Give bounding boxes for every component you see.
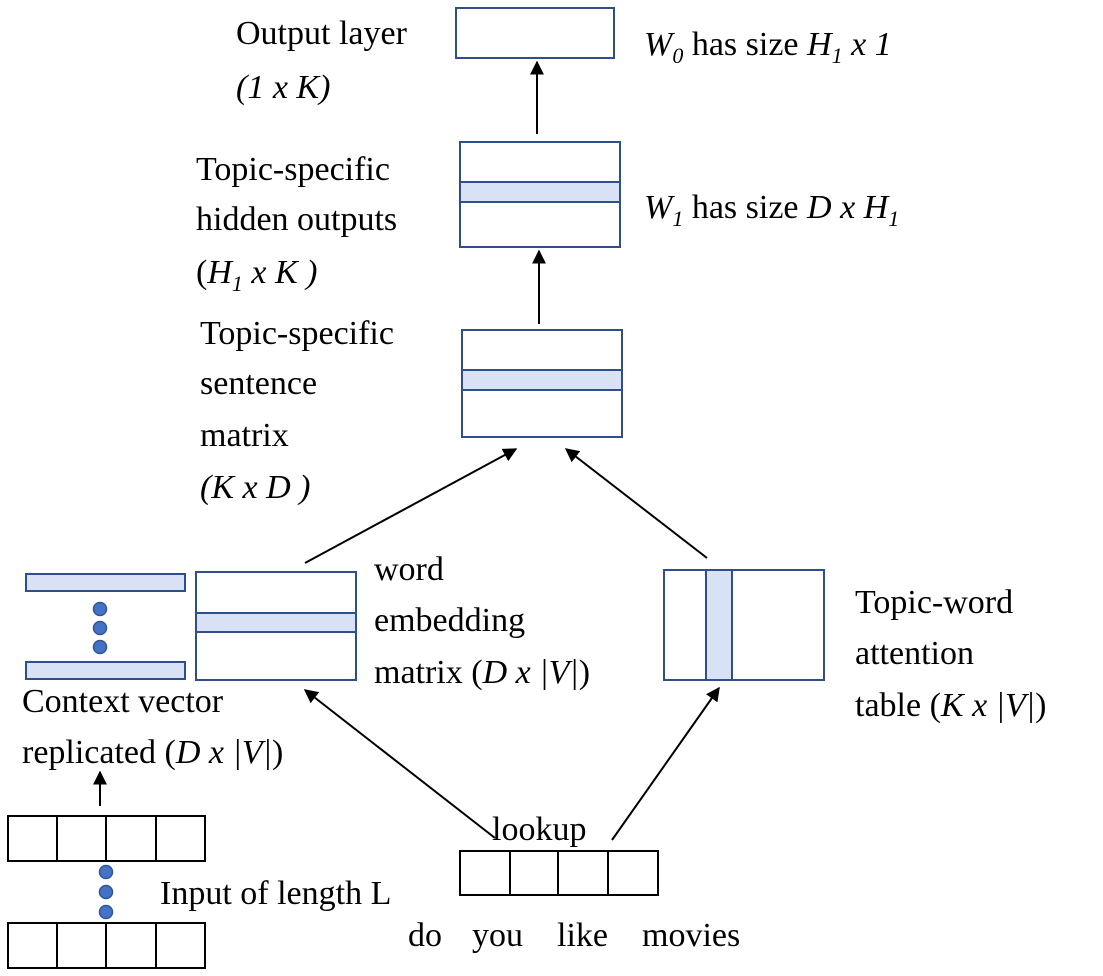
input-top-cell-2 <box>56 815 107 862</box>
input-sequence-bottom <box>7 922 206 969</box>
word-embedding-line3: matrix (D x |V|) <box>374 654 590 691</box>
hidden-outputs-line1: Topic-specific <box>196 151 390 188</box>
word-cell-2 <box>509 850 559 896</box>
attention-table-line1: Topic-word <box>855 584 1013 621</box>
context-vector-top <box>25 573 186 592</box>
context-vector-line2: replicated (D x |V|) <box>22 734 283 771</box>
word-cell-3 <box>557 850 609 896</box>
attention-table-line3: table (K x |V|) <box>855 687 1046 724</box>
word-do: do <box>408 917 442 954</box>
input-top-cell-1 <box>7 815 58 862</box>
word-cell-1 <box>459 850 511 896</box>
attention-table-highlight-column <box>705 569 733 681</box>
word-embedding-line1: word <box>374 551 444 588</box>
input-ellipsis-dot-3 <box>98 904 114 920</box>
output-layer-dims: (1 x K) <box>236 69 330 106</box>
attention-table-box <box>663 569 825 681</box>
hidden-outputs-highlight-row <box>459 181 621 203</box>
input-ellipsis-dot-2 <box>98 884 114 900</box>
context-ellipsis-dot-2 <box>92 620 108 636</box>
sentence-matrix-line3: matrix <box>200 417 289 454</box>
arrow-lookup-to-embedding <box>303 689 496 839</box>
input-top-cell-4 <box>155 815 206 862</box>
hidden-outputs-dims: (H1 x K ) <box>196 254 317 296</box>
word-cell-4 <box>607 850 659 896</box>
input-top-cell-3 <box>105 815 157 862</box>
input-bottom-cell-1 <box>7 922 58 969</box>
input-bottom-cell-2 <box>56 922 107 969</box>
input-bottom-cell-4 <box>155 922 206 969</box>
w1-size-label: W1 has size D x H1 <box>644 189 899 231</box>
hidden-outputs-line2: hidden outputs <box>196 201 397 238</box>
output-layer-title: Output layer <box>236 15 408 52</box>
w0-size-label: W0 has size H1 x 1 <box>644 26 892 68</box>
sentence-matrix-highlight-row <box>461 369 623 391</box>
sentence-matrix-line1: Topic-specific <box>200 315 394 352</box>
attention-table-line2: attention <box>855 635 974 672</box>
context-ellipsis-dot-1 <box>92 601 108 617</box>
output-layer-box <box>455 7 615 59</box>
context-vector-bottom <box>25 661 186 680</box>
word-embedding-line2: embedding <box>374 602 525 639</box>
word-you: you <box>472 917 523 954</box>
input-sequence-top <box>7 815 206 862</box>
sentence-matrix-dims: (K x D ) <box>200 469 310 506</box>
arrow-embedding-to-sentence <box>304 448 518 564</box>
input-length-label: Input of length L <box>160 875 391 912</box>
input-bottom-cell-3 <box>105 922 157 969</box>
word-like: like <box>557 917 608 954</box>
word-movies: movies <box>642 917 740 954</box>
arrow-attention-to-sentence <box>564 448 708 559</box>
input-ellipsis-dot-1 <box>98 864 114 880</box>
context-ellipsis-dot-3 <box>92 639 108 655</box>
lookup-label: lookup <box>492 811 586 848</box>
word-embedding-highlight-row <box>195 612 357 633</box>
sentence-matrix-line2: sentence <box>200 365 317 402</box>
sentence-input <box>459 850 659 896</box>
context-vector-line1: Context vector <box>22 683 224 720</box>
arrow-lookup-to-attention <box>611 686 720 841</box>
